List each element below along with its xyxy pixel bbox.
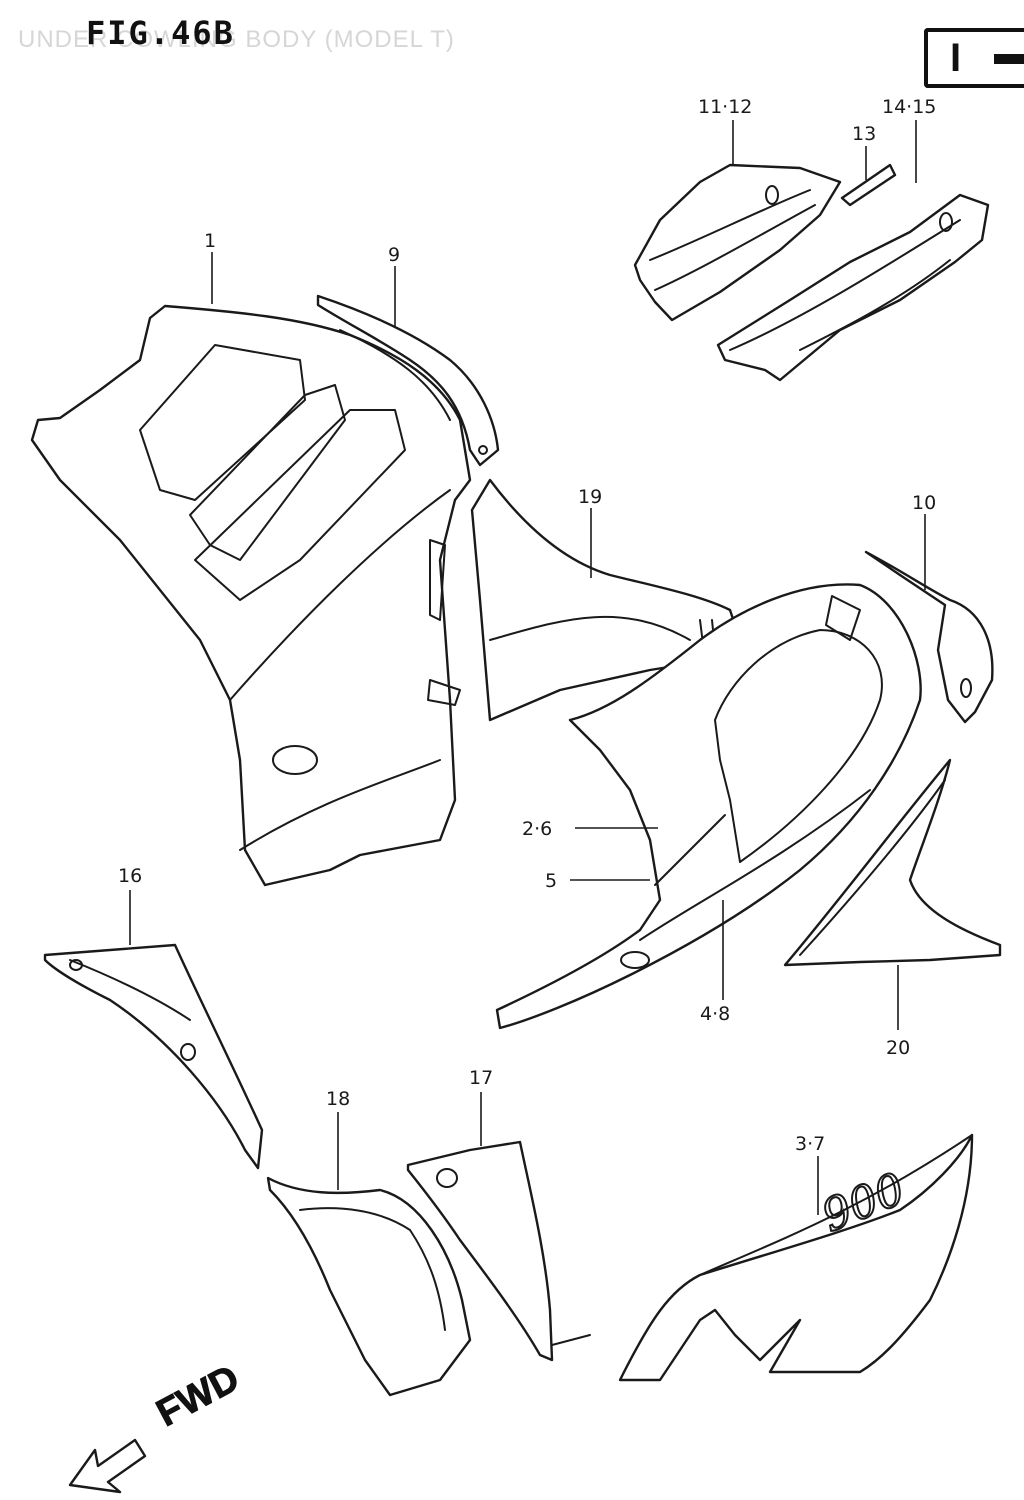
part-lower-trim-20[interactable]: [783, 758, 1002, 967]
callout-16: 16: [118, 865, 142, 887]
callout-9: 9: [388, 244, 400, 266]
callout-13: 13: [852, 123, 876, 145]
section-badge-dash: [994, 54, 1024, 64]
forward-arrow-icon: [68, 1438, 147, 1494]
callout-4-8: 4·8: [700, 1003, 730, 1025]
callout-5: 5: [545, 870, 557, 892]
callout-1: 1: [204, 230, 216, 252]
callout-17: 17: [469, 1067, 493, 1089]
part-inner-panel-17[interactable]: [406, 1140, 591, 1362]
part-side-cover-10[interactable]: [864, 550, 994, 724]
part-cushion-13[interactable]: [840, 163, 897, 207]
leader-lines: [129, 120, 926, 1215]
part-cowling-panel-14-15[interactable]: [716, 193, 990, 382]
callout-10: 10: [912, 492, 936, 514]
callout-labels: 1 9 11·12 13 14·15 19 10 2·6 5 4·8 20 16…: [118, 96, 936, 1155]
callout-11-12: 11·12: [698, 96, 752, 118]
section-badge: I: [924, 28, 1024, 88]
figure-caption: UNDER COWLING BODY (MODEL T): [18, 26, 455, 53]
part-cowling-emblem-3-7[interactable]: 900: [618, 1133, 974, 1382]
callout-3-7: 3·7: [795, 1133, 825, 1155]
part-inner-panel-16[interactable]: [43, 943, 264, 1170]
callout-18: 18: [326, 1088, 350, 1110]
callout-2-6: 2·6: [522, 818, 552, 840]
part-under-cowling-right[interactable]: [30, 304, 472, 887]
part-under-cowling-left[interactable]: [495, 583, 922, 1030]
figure-label: FIG.46B: [86, 14, 235, 52]
part-inner-panel-18[interactable]: [266, 1176, 472, 1397]
callout-20: 20: [886, 1037, 910, 1059]
section-badge-label: I: [950, 36, 962, 80]
part-cowling-panel-11-12[interactable]: [633, 163, 842, 322]
callout-19: 19: [578, 486, 602, 508]
part-cowling-trim-9[interactable]: [316, 294, 500, 467]
callout-14-15: 14·15: [882, 96, 936, 118]
